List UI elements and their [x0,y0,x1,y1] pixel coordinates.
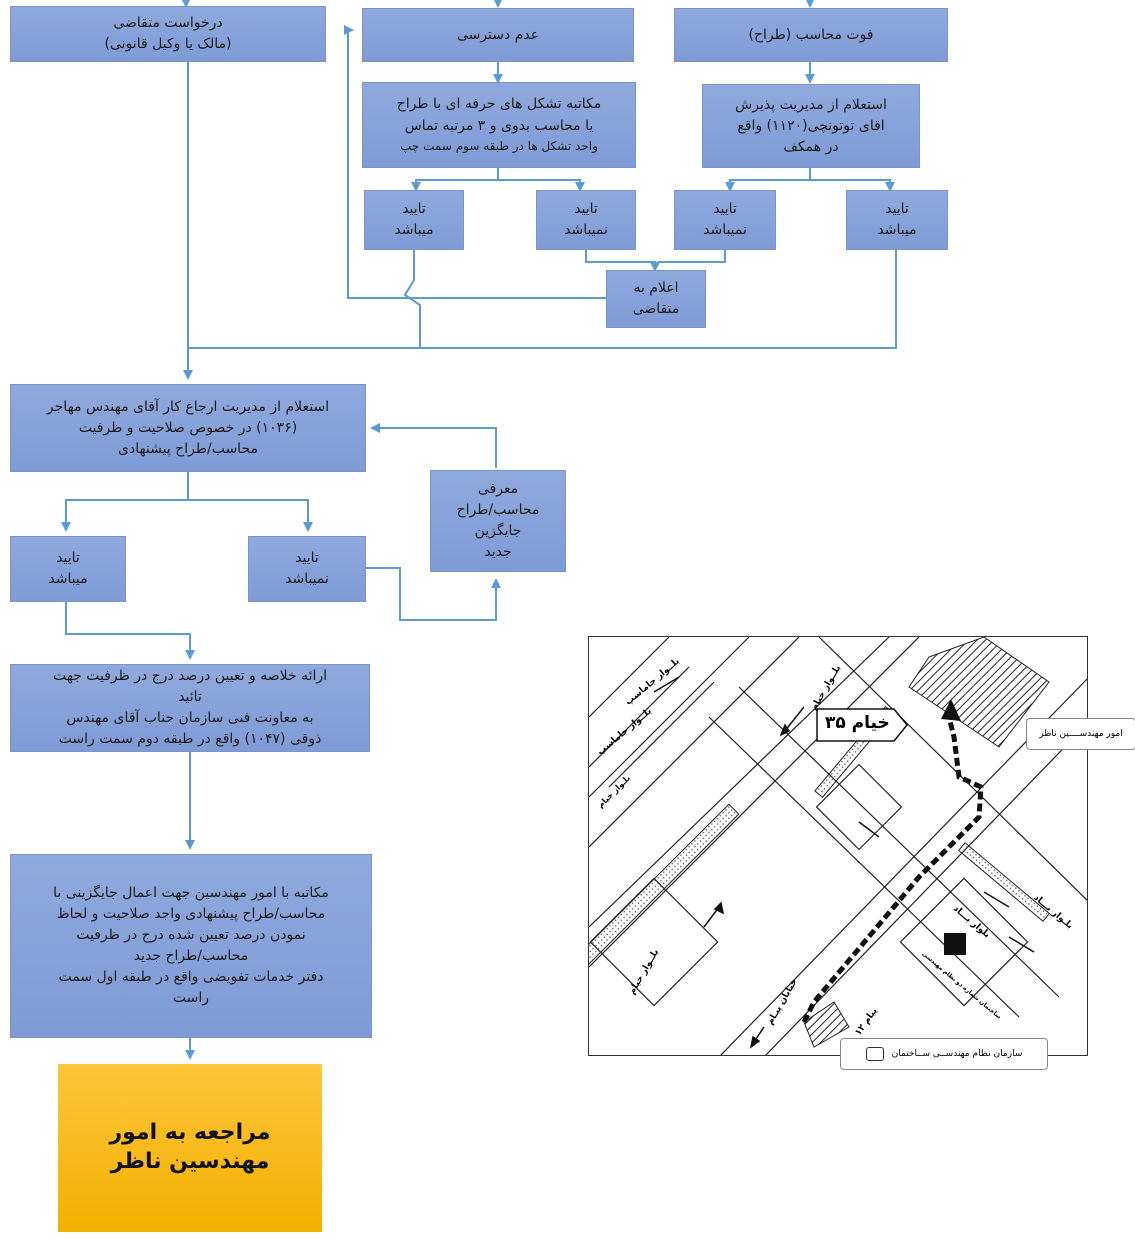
not-approved-box-1: تایید نمیباشد [536,190,636,250]
letter-bodies-text: مکاتبه تشکل های حرفه ای با طراح یا محاسب… [396,96,602,134]
location-map: خیام ۳۵ بلــوار خیام بلــوار خیام بلــوا… [588,636,1088,1056]
claimant-request-box: درخواست متقاضی (مالک یا وکیل قانونی) [10,6,326,62]
approved-box-1: تایید میباشد [364,190,464,250]
summary-capacity-box: ارائه خلاصه و تعیین درصد درج در ظرفیت جه… [10,664,370,752]
not-approved-box-2: تایید نمیباشد [674,190,776,250]
not-approved-box-3: تایید نمیباشد [248,536,366,602]
death-of-designer-box: فوت محاسب (طراح) [674,8,948,62]
inquiry-reception-box: استعلام از مدیریت پذیرش اقای توتونچی(۱۱۲… [702,84,920,168]
callout-engineering-org: سازمان نظام مهندســی ســاختمان [840,1038,1048,1070]
org-logo-icon [865,1047,884,1061]
callout-engineers-office: امور مهندســــین ناظر [1026,718,1135,750]
no-access-box: عدم دسترسی [362,8,634,62]
letter-professional-bodies-box: مکاتبه تشکل های حرفه ای با طراح یا محاسب… [362,82,636,168]
approved-box-3: تایید میباشد [10,536,126,602]
map-label-khayyam-35: خیام ۳۵ [825,713,890,733]
final-referral-box: مراجعه به امور مهندسین ناظر [58,1064,322,1232]
notify-claimant-box: اعلام به متقاضی [606,270,706,328]
letter-engineers-box: مکاتبه با امور مهندسین جهت اعمال جایگزین… [10,854,372,1038]
org-title: سازمان نظام مهندســی ســاختمان [891,1049,1023,1059]
introduce-new-designer-box: معرفی محاسب/طراح جایگزین جدید [430,470,566,572]
map-drawing [589,637,1087,1055]
letter-bodies-subtext: واحد تشکل ها در طبقه سوم سمت چپ [400,139,598,154]
approved-box-2: تایید میباشد [846,190,948,250]
inquiry-referral-box: استعلام از مدیریت ارجاع کار آقای مهندس م… [10,384,366,472]
